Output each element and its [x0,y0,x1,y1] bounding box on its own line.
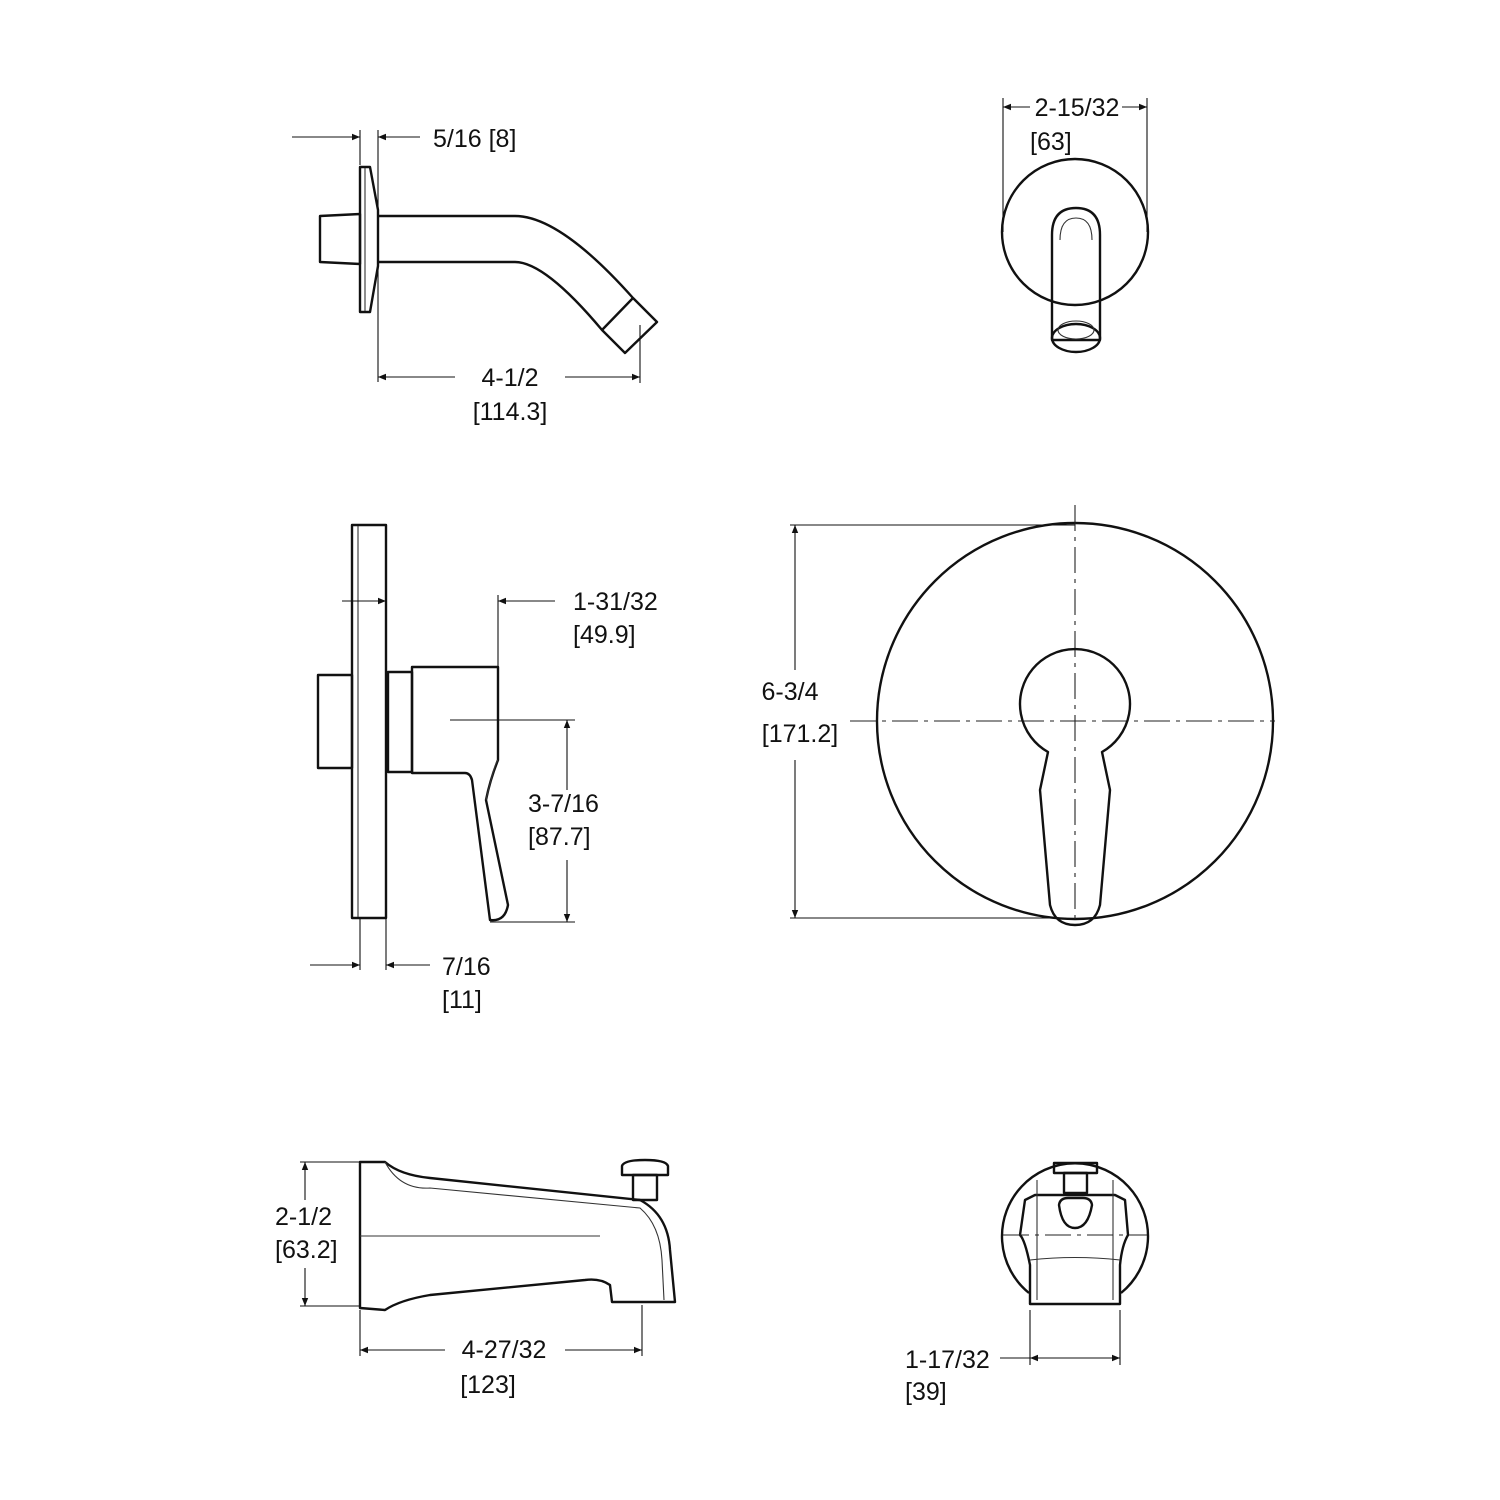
spout-length-dim: 4-27/32 [462,1336,547,1364]
lever-length-dim-mm: [87.7] [528,823,591,851]
handle-projection-dim-mm: [49.9] [573,621,636,649]
spout-width-dim: 1-17/32 [905,1346,990,1374]
plate-thickness-dim: 7/16 [442,953,491,981]
shower-arm-length-dim-mm: [114.3] [473,398,548,426]
tub-spout-side-view: 2-1/2 [63.2] 4-27/32 [123] [275,1158,677,1399]
shower-arm-length-dim: 4-1/2 [482,364,539,392]
shower-arm-side-view: 5/16 [8] 4-1/2 [114.3] [292,125,659,426]
handle-projection-dim: 1-31/32 [573,588,658,616]
trim-diameter-dim-mm: [171.2] [762,720,838,748]
tub-spout-front-view: 1-17/32 [39] [905,1161,1150,1406]
lever-length-dim: 3-7/16 [528,790,599,818]
valve-trim-side-view: 1-31/32 [49.9] 3-7/16 [87.7] 7/16 [11] [310,523,658,1014]
shower-arm-depth-dim: 5/16 [8] [433,125,516,153]
spout-height-dim: 2-1/2 [275,1203,332,1231]
spout-height-dim-mm: [63.2] [275,1236,338,1264]
shower-arm-diameter-dim: 2-15/32 [1035,94,1120,122]
spout-length-dim-mm: [123] [460,1371,516,1399]
spout-width-dim-mm: [39] [905,1378,947,1406]
shower-arm-front-view: 2-15/32 [63] [1000,94,1150,354]
valve-trim-front-view: 6-3/4 [171.2] [762,505,1275,927]
shower-arm-diameter-dim-mm: [63] [1030,128,1072,156]
plate-thickness-dim-mm: [11] [442,986,482,1014]
trim-diameter-dim: 6-3/4 [762,678,819,706]
